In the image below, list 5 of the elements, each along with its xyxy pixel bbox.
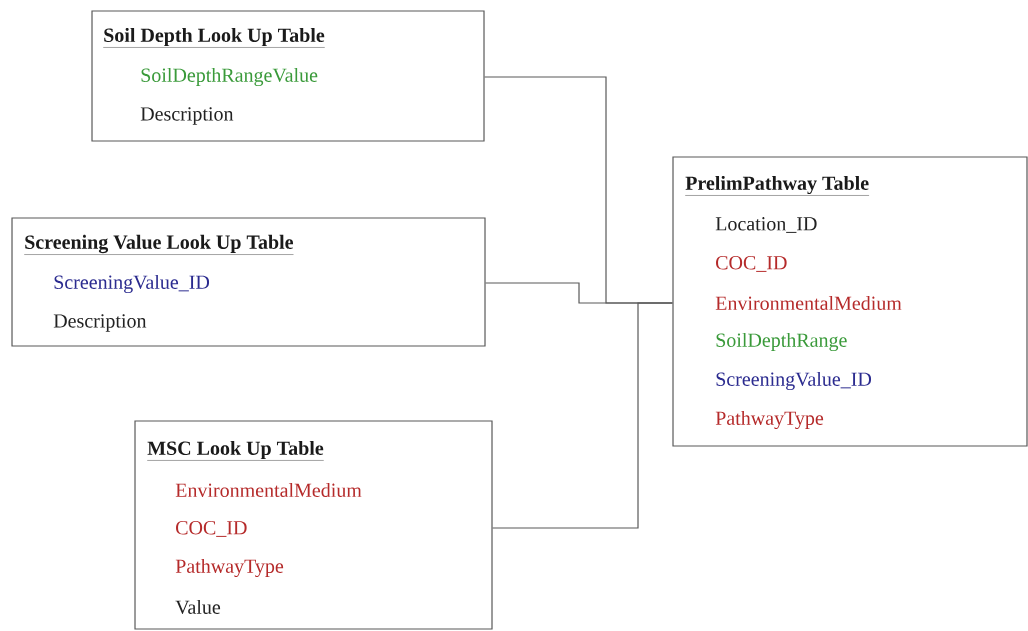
table-box: PrelimPathway Table Location_ID COC_ID EnvironmentalMedium SoilDepthRange ScreeningValue_ID PathwayType — [672, 156, 1028, 447]
table-box: Soil Depth Look Up Table SoilDepthRangeValue Description — [91, 10, 485, 142]
table-box: MSC Look Up Table EnvironmentalMedium COC_ID PathwayType Value — [134, 420, 493, 630]
table-box: Screening Value Look Up Table ScreeningValue_ID Description — [11, 217, 486, 347]
connector-line — [492, 302, 673, 529]
